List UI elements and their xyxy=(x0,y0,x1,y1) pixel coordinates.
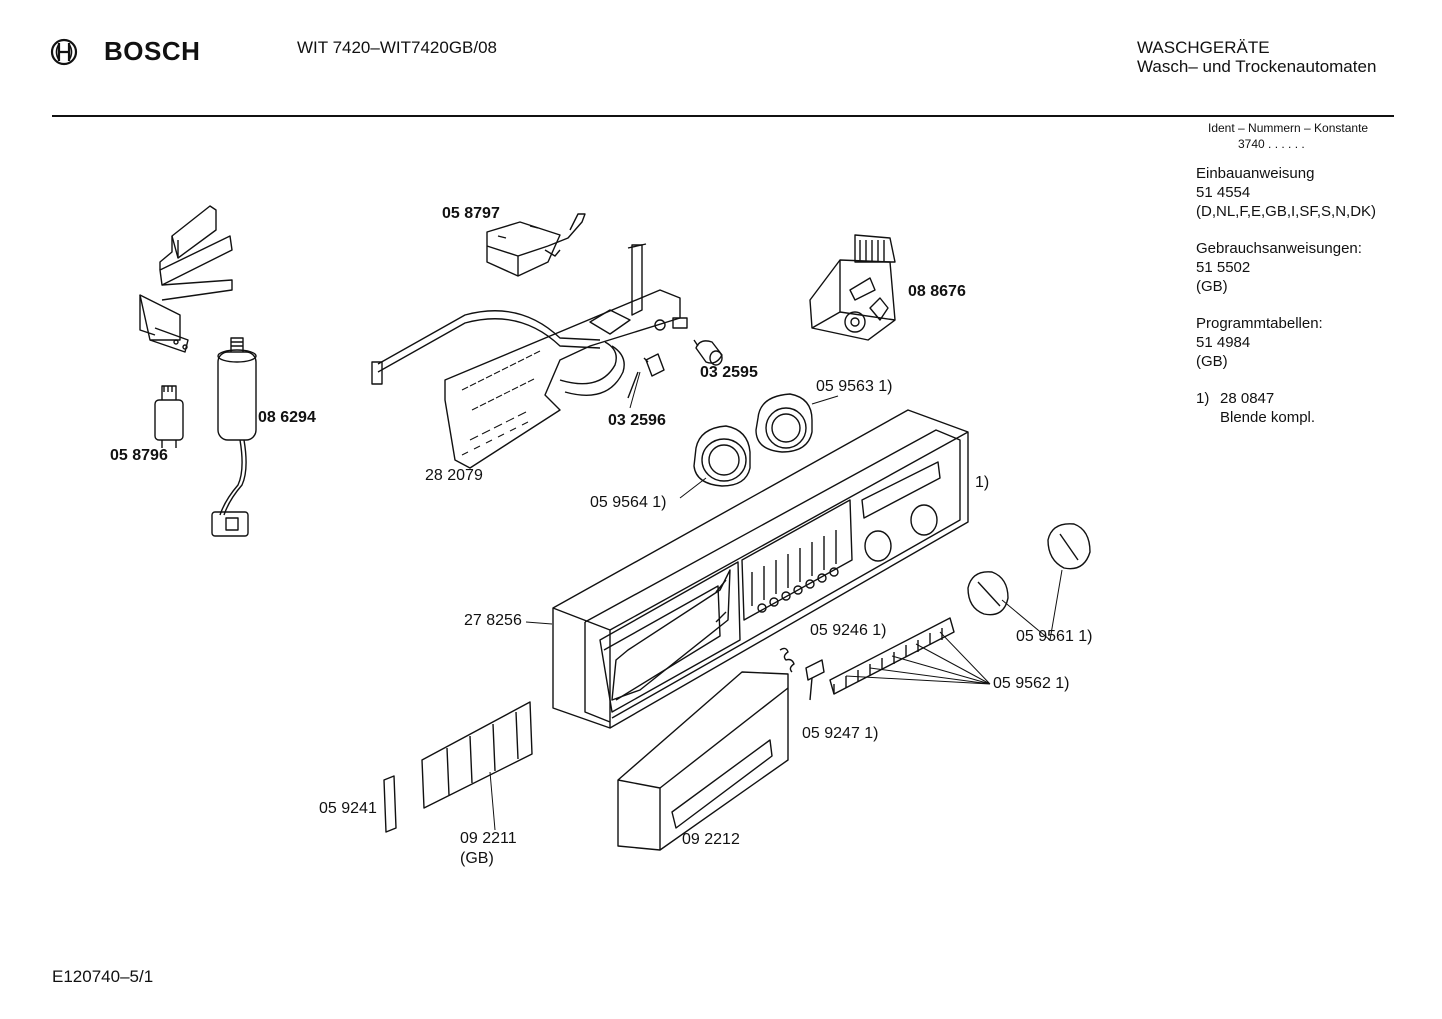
part-059246: 05 9246 1) xyxy=(810,622,887,639)
part-088676: 08 8676 xyxy=(908,283,966,300)
part-086294: 08 6294 xyxy=(258,409,316,426)
part-059241: 05 9241 xyxy=(319,800,377,817)
footnote-text: Blende kompl. xyxy=(1220,409,1316,426)
part-032595: 03 2595 xyxy=(700,364,758,381)
plug-small-2 xyxy=(627,353,665,399)
label-panel xyxy=(421,701,533,809)
footnote-marker: 1) xyxy=(1196,390,1210,407)
part-092211-lang: (GB) xyxy=(460,850,494,867)
part-058796: 05 8796 xyxy=(110,447,168,464)
subcategory-title: Wasch– und Trockenautomaten xyxy=(1137,57,1377,76)
usage-lang: (GB) xyxy=(1196,278,1228,295)
program-title: Programmtabellen: xyxy=(1196,315,1323,332)
part-282079: 28 2079 xyxy=(425,467,483,484)
leader-lines xyxy=(489,371,1063,831)
part-278256: 27 8256 xyxy=(464,612,522,629)
panel-footnote-ref: 1) xyxy=(975,474,990,491)
electronic-board xyxy=(371,243,688,469)
push-button-strip xyxy=(829,617,955,695)
mounting-bracket xyxy=(139,205,233,353)
install-number: 51 4554 xyxy=(1196,184,1251,201)
knob-ring-large xyxy=(755,393,813,453)
spring-clip xyxy=(779,647,825,701)
part-059247: 05 9247 1) xyxy=(802,725,879,742)
part-059562: 05 9562 1) xyxy=(993,675,1070,692)
part-092211: 09 2211 xyxy=(460,830,517,847)
program-lang: (GB) xyxy=(1196,353,1228,370)
part-059561: 05 9561 1) xyxy=(1016,628,1093,645)
install-title: Einbauanweisung xyxy=(1196,165,1315,182)
part-092212: 09 2212 xyxy=(682,831,740,848)
usage-number: 51 5502 xyxy=(1196,259,1251,276)
part-032596: 03 2596 xyxy=(608,412,666,429)
drawing-id: E120740–5/1 xyxy=(52,967,154,986)
part-059563: 05 9563 1) xyxy=(816,378,893,395)
plug-small-1 xyxy=(693,339,723,366)
model-number: WIT 7420–WIT7420GB/08 xyxy=(297,38,498,57)
capacitor-small xyxy=(154,385,184,448)
pressure-switch xyxy=(486,213,586,277)
ident-label: Ident – Nummern – Konstante xyxy=(1208,121,1369,135)
knob-ring-small xyxy=(693,425,751,487)
control-panel-fascia xyxy=(552,409,969,729)
ident-value: 3740 . . . . . . xyxy=(1238,137,1305,151)
brand-name: BOSCH xyxy=(104,36,201,66)
drawer-cover xyxy=(617,671,789,851)
category-title: WASCHGERÄTE xyxy=(1137,38,1270,57)
small-strip xyxy=(383,775,397,833)
program-number: 51 4984 xyxy=(1196,334,1251,351)
bosch-logo-icon xyxy=(50,38,78,71)
part-059564: 05 9564 1) xyxy=(590,494,667,511)
header-divider xyxy=(52,115,1394,117)
footnote-number: 28 0847 xyxy=(1220,390,1275,407)
usage-title: Gebrauchsanweisungen: xyxy=(1196,240,1362,257)
rotary-knob-2 xyxy=(1047,523,1091,570)
programme-timer xyxy=(809,234,896,341)
rotary-knob-1 xyxy=(967,571,1009,616)
install-langs: (D,NL,F,E,GB,I,SF,S,N,DK) xyxy=(1196,203,1377,220)
part-058797: 05 8797 xyxy=(442,205,500,222)
interference-filter xyxy=(211,337,257,537)
